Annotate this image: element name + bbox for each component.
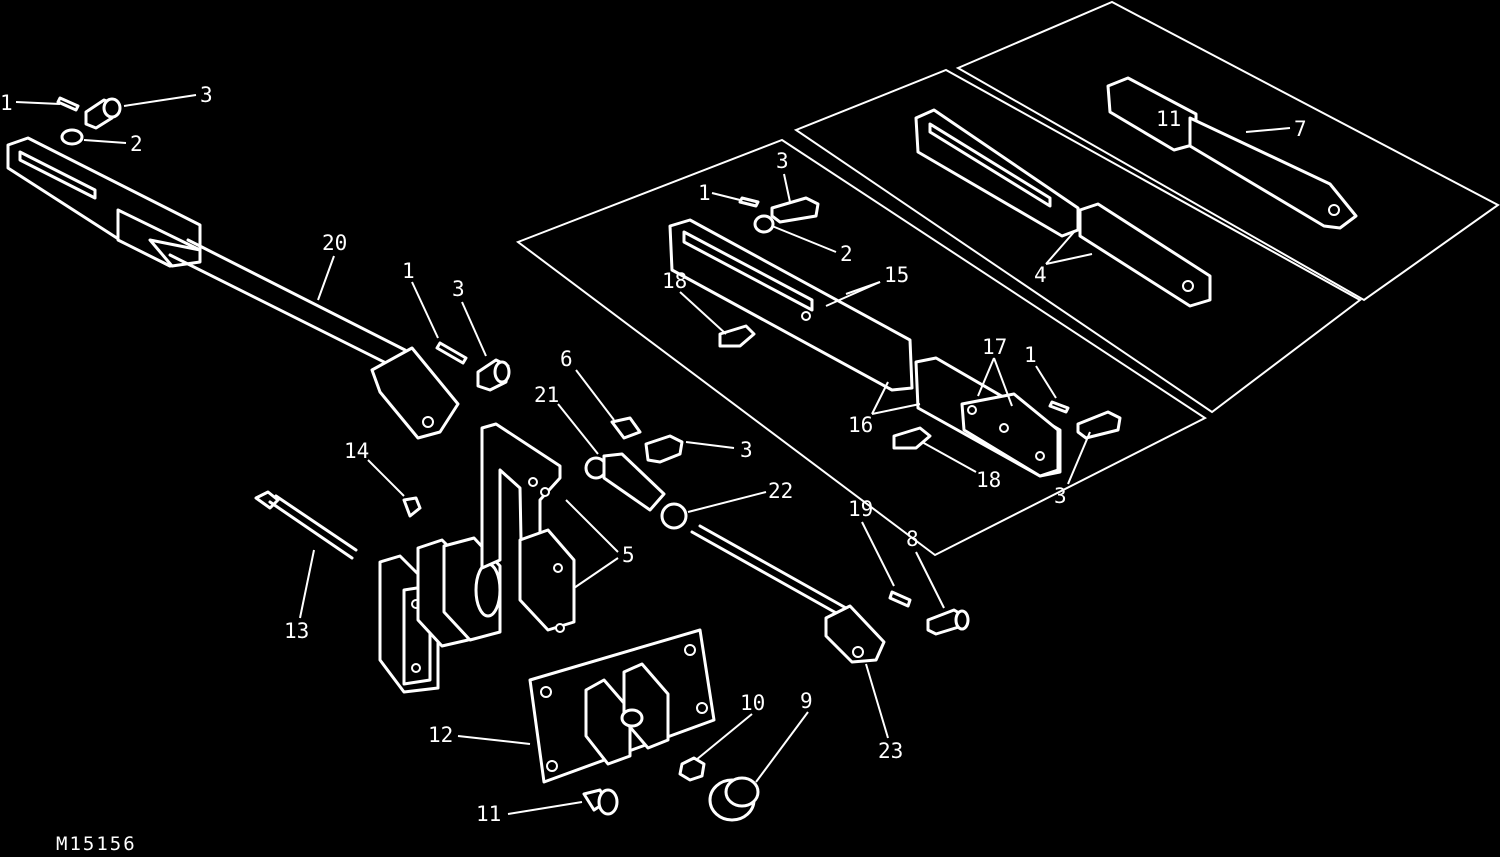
callout-21: 21 [534, 383, 559, 407]
inset-panel-middle [793, 68, 1362, 414]
callout-18: 18 [662, 269, 687, 293]
inset-panel-lower [515, 138, 1207, 557]
callout-11: 11 [1156, 107, 1181, 131]
inset-panels [515, 0, 1500, 557]
callout-20: 20 [322, 231, 347, 255]
callout-7: 7 [1294, 117, 1307, 141]
callout-14: 14 [344, 439, 369, 463]
callout-1: 1 [1024, 343, 1037, 367]
callout-16: 16 [848, 413, 873, 437]
callout-17: 17 [982, 335, 1007, 359]
callout-3: 3 [1054, 484, 1067, 508]
callout-12: 12 [428, 723, 453, 747]
callout-19: 19 [848, 497, 873, 521]
callout-18: 18 [976, 468, 1001, 492]
bolt-part-13 [254, 490, 358, 560]
leader-lines [15, 94, 1291, 815]
callout-10: 10 [740, 691, 765, 715]
callout-22: 22 [768, 479, 793, 503]
callout-3: 3 [452, 277, 465, 301]
callout-4: 4 [1034, 263, 1047, 287]
callout-3: 3 [740, 438, 753, 462]
callout-5: 5 [622, 543, 635, 567]
pin-part-8 [926, 608, 970, 636]
callout-9: 9 [800, 689, 813, 713]
callout-1: 1 [0, 91, 13, 115]
fasteners-top-left [56, 96, 122, 146]
inset-lower-links [668, 196, 1122, 478]
mounting-plate-part-12 [528, 628, 716, 784]
callout-1: 1 [698, 181, 711, 205]
figure-id: M15156 [56, 833, 137, 855]
cotter-pin-part-19 [888, 590, 912, 608]
callout-3: 3 [200, 83, 213, 107]
clevis-group-parts-6-21-22 [584, 416, 688, 530]
fasteners-arm-end [435, 341, 511, 392]
bolt-part-11 [582, 788, 619, 816]
inset-middle-links-part-4 [914, 108, 1212, 308]
callout-15: 15 [884, 263, 909, 287]
callout-6: 6 [560, 347, 573, 371]
callout-11: 11 [476, 802, 501, 826]
callout-23: 23 [878, 739, 903, 763]
nut-part-14 [402, 496, 422, 518]
knob-part-9 [708, 776, 760, 822]
inset-panel-upper [955, 0, 1500, 302]
callout-2: 2 [130, 132, 143, 156]
rod-part-23 [690, 524, 886, 664]
callout-2: 2 [840, 242, 853, 266]
callout-8: 8 [906, 527, 919, 551]
inset-upper-link-part-7 [1106, 76, 1358, 230]
callout-3: 3 [776, 149, 789, 173]
lever-arm-part-20 [6, 136, 460, 440]
callout-1: 1 [402, 259, 415, 283]
nut-part-10 [678, 756, 706, 782]
callout-labels: 1 3 2 20 1 3 14 13 6 21 3 22 5 12 11 10 … [0, 83, 1307, 826]
bracket-assembly-part-5 [378, 422, 576, 694]
callout-13: 13 [284, 619, 309, 643]
